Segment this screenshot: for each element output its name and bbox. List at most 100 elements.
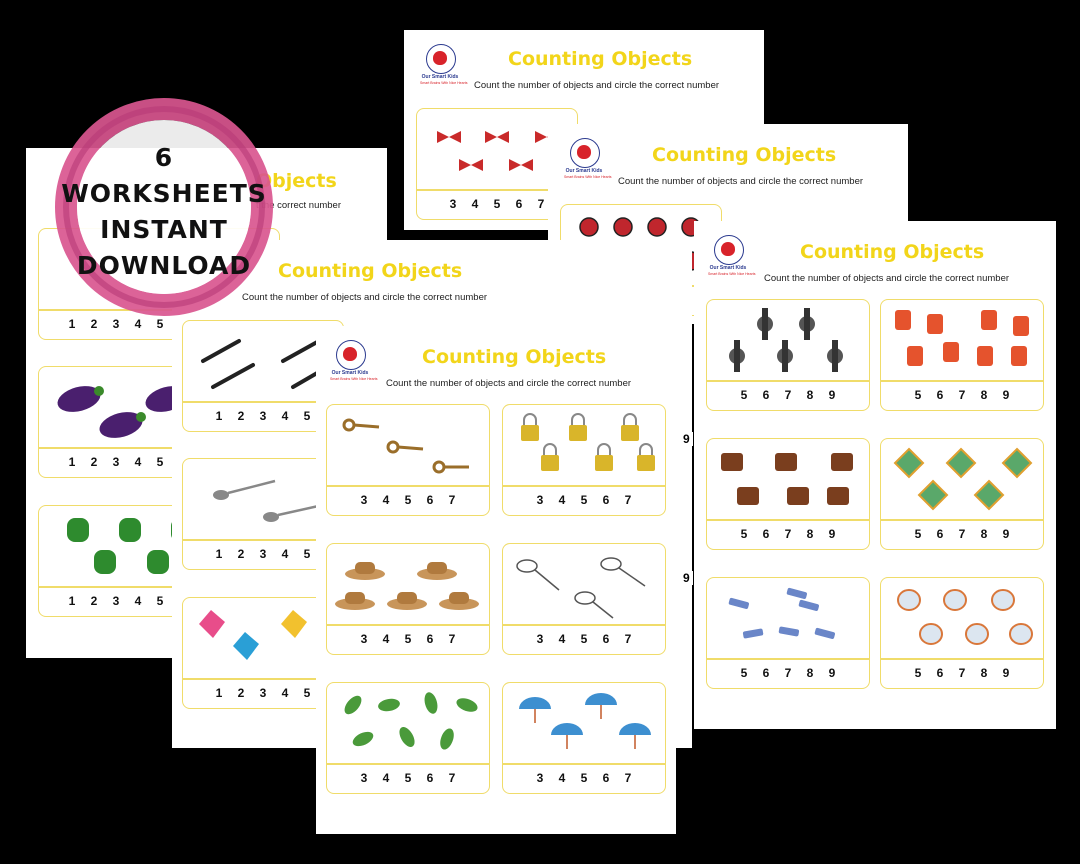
- number-choice[interactable]: 7: [784, 666, 792, 680]
- number-choice[interactable]: 6: [602, 632, 610, 646]
- number-choice[interactable]: 5: [914, 666, 922, 680]
- number-choices: 3 4 5 6 7: [417, 197, 577, 211]
- number-choice[interactable]: 7: [448, 632, 456, 646]
- number-choice[interactable]: 3: [112, 594, 120, 608]
- number-choice[interactable]: 3: [259, 686, 267, 700]
- counting-box: 3 4 5 6 7: [502, 404, 666, 516]
- number-choice[interactable]: 6: [426, 632, 434, 646]
- number-choice[interactable]: 5: [914, 527, 922, 541]
- number-choice[interactable]: 4: [134, 455, 142, 469]
- number-choice[interactable]: 8: [980, 388, 988, 402]
- number-choice[interactable]: 7: [537, 197, 545, 211]
- number-choice[interactable]: 5: [580, 771, 588, 785]
- number-choice[interactable]: 2: [237, 409, 245, 423]
- number-choice[interactable]: 8: [806, 388, 814, 402]
- number-choice[interactable]: 4: [281, 547, 289, 561]
- number-choice[interactable]: 1: [68, 455, 76, 469]
- number-choice[interactable]: 7: [624, 493, 632, 507]
- number-choice[interactable]: 4: [281, 409, 289, 423]
- number-choice[interactable]: 2: [90, 594, 98, 608]
- number-choice[interactable]: 7: [784, 388, 792, 402]
- number-choice[interactable]: 4: [134, 317, 142, 331]
- number-choice[interactable]: 3: [259, 547, 267, 561]
- number-choice[interactable]: 5: [156, 594, 164, 608]
- number-choice[interactable]: 3: [360, 493, 368, 507]
- number-choice[interactable]: 3: [536, 771, 544, 785]
- number-choice[interactable]: 5: [156, 317, 164, 331]
- number-choice[interactable]: 2: [237, 686, 245, 700]
- number-choice[interactable]: 4: [558, 771, 566, 785]
- number-choice[interactable]: 9: [1002, 388, 1010, 402]
- number-choice[interactable]: 4: [558, 493, 566, 507]
- number-choice[interactable]: 3: [536, 493, 544, 507]
- number-choice[interactable]: 7: [958, 388, 966, 402]
- number-choice[interactable]: 3: [360, 632, 368, 646]
- number-choices: 1 2 3 4 5: [183, 409, 343, 423]
- number-choice[interactable]: 8: [806, 666, 814, 680]
- number-choice[interactable]: 5: [303, 686, 311, 700]
- number-choice[interactable]: 6: [762, 527, 770, 541]
- number-choice[interactable]: 5: [156, 455, 164, 469]
- number-choice[interactable]: 5: [580, 632, 588, 646]
- number-choice[interactable]: 5: [914, 388, 922, 402]
- number-choice[interactable]: 6: [602, 771, 610, 785]
- number-choice[interactable]: 6: [762, 666, 770, 680]
- number-choice[interactable]: 1: [215, 547, 223, 561]
- number-choice[interactable]: 7: [624, 632, 632, 646]
- number-choice[interactable]: 9: [828, 666, 836, 680]
- number-choice[interactable]: 5: [303, 409, 311, 423]
- number-choice[interactable]: 5: [404, 771, 412, 785]
- number-choice[interactable]: 1: [215, 686, 223, 700]
- number-choice[interactable]: 1: [68, 594, 76, 608]
- number-choice[interactable]: 3: [360, 771, 368, 785]
- number-choice[interactable]: 6: [936, 388, 944, 402]
- number-choice[interactable]: 6: [515, 197, 523, 211]
- number-choice[interactable]: 2: [237, 547, 245, 561]
- number-choice[interactable]: 5: [580, 493, 588, 507]
- number-choice[interactable]: 7: [448, 493, 456, 507]
- number-choice[interactable]: 7: [958, 666, 966, 680]
- number-choice[interactable]: 3: [449, 197, 457, 211]
- number-choice[interactable]: 4: [558, 632, 566, 646]
- number-choice[interactable]: 6: [936, 527, 944, 541]
- number-choice[interactable]: 8: [806, 527, 814, 541]
- number-choice[interactable]: 7: [624, 771, 632, 785]
- number-choice[interactable]: 1: [68, 317, 76, 331]
- number-choice[interactable]: 3: [112, 317, 120, 331]
- number-choice[interactable]: 5: [404, 632, 412, 646]
- worksheet-title: Counting Objects: [508, 48, 693, 70]
- number-choice[interactable]: 4: [382, 632, 390, 646]
- number-choice[interactable]: 2: [90, 455, 98, 469]
- number-choice[interactable]: 3: [112, 455, 120, 469]
- number-choice[interactable]: 8: [980, 527, 988, 541]
- number-choice[interactable]: 1: [215, 409, 223, 423]
- number-choice[interactable]: 5: [740, 388, 748, 402]
- number-choice[interactable]: 2: [90, 317, 98, 331]
- number-choice[interactable]: 5: [740, 666, 748, 680]
- number-choice[interactable]: 8: [980, 666, 988, 680]
- number-choice[interactable]: 4: [382, 771, 390, 785]
- number-choice[interactable]: 7: [958, 527, 966, 541]
- number-choice[interactable]: 5: [740, 527, 748, 541]
- number-choice[interactable]: 5: [404, 493, 412, 507]
- number-choice[interactable]: 4: [382, 493, 390, 507]
- number-choice[interactable]: 7: [448, 771, 456, 785]
- number-choice[interactable]: 9: [1002, 527, 1010, 541]
- number-choice[interactable]: 4: [471, 197, 479, 211]
- number-choice[interactable]: 4: [134, 594, 142, 608]
- number-choice[interactable]: 3: [259, 409, 267, 423]
- number-choice[interactable]: 6: [426, 771, 434, 785]
- number-choice[interactable]: 6: [936, 666, 944, 680]
- number-choice[interactable]: 9: [828, 388, 836, 402]
- number-choice[interactable]: 6: [762, 388, 770, 402]
- number-choice[interactable]: 6: [426, 493, 434, 507]
- number-choice[interactable]: 7: [784, 527, 792, 541]
- number-choice[interactable]: 9: [828, 527, 836, 541]
- number-choice[interactable]: 3: [536, 632, 544, 646]
- number-choice[interactable]: 5: [303, 547, 311, 561]
- number-choice[interactable]: 5: [493, 197, 501, 211]
- number-choice[interactable]: 6: [602, 493, 610, 507]
- number-choice[interactable]: 4: [281, 686, 289, 700]
- number-choices: 3 4 5 6 7: [327, 632, 489, 646]
- number-choice[interactable]: 9: [1002, 666, 1010, 680]
